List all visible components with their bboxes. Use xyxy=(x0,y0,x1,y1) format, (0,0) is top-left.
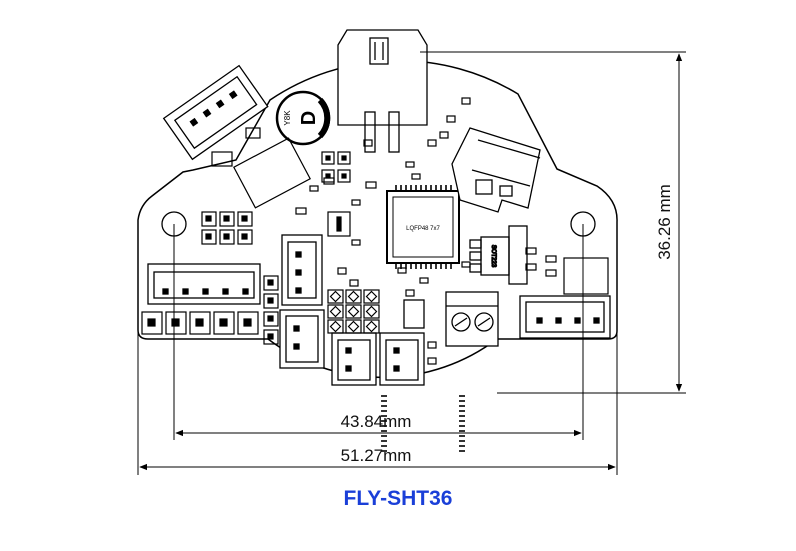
diamond-pad xyxy=(345,289,362,304)
electrolytic-capacitor: D Y8K xyxy=(275,90,331,146)
diamond-pad xyxy=(363,304,380,319)
diamond-pad xyxy=(363,319,380,334)
angled-connector xyxy=(162,64,269,161)
diamond-mark xyxy=(347,290,360,303)
small-ic xyxy=(327,211,351,237)
diamond-mark xyxy=(365,290,378,303)
board-title: FLY-SHT36 xyxy=(343,487,453,510)
vertical-connector-1 xyxy=(281,234,323,306)
capacitor-code: Y8K xyxy=(283,110,292,126)
diamond-mark xyxy=(365,305,378,318)
pin-row-bottom-left xyxy=(141,311,259,335)
vertical-connector-2 xyxy=(279,309,325,369)
diamond-mark xyxy=(329,290,342,303)
right-header xyxy=(519,295,611,339)
diamond-pad xyxy=(363,289,380,304)
pad-grid-left xyxy=(201,211,253,245)
left-header xyxy=(147,263,261,305)
terminal-block xyxy=(445,291,499,347)
hole-spacing-dimension-label: 43.84mm xyxy=(341,412,412,431)
mcu-label: LQFP48 7x7 xyxy=(406,226,440,232)
diamond-mark xyxy=(347,320,360,333)
height-dimension-label: 36.26 mm xyxy=(655,184,674,260)
diamond-pad xyxy=(327,304,344,319)
diamond-mark xyxy=(365,320,378,333)
diamond-pad xyxy=(327,289,344,304)
capacitor-label: D xyxy=(298,111,320,125)
diamond-pad xyxy=(345,304,362,319)
top-connector xyxy=(337,29,428,153)
mcu-chip: LQFP48 7x7 xyxy=(381,185,465,452)
extension-lines xyxy=(137,51,686,475)
diamond-mark xyxy=(347,305,360,318)
diamond-mark xyxy=(329,305,342,318)
vertical-connector-4 xyxy=(379,332,425,386)
vertical-connector-3 xyxy=(331,332,377,386)
inductor xyxy=(403,299,425,329)
pin-column xyxy=(263,275,279,345)
width-dimension-label: 51.27mm xyxy=(341,446,412,465)
diamond-pad-grid xyxy=(327,289,380,334)
card-connector xyxy=(451,127,541,213)
diamond-mark xyxy=(329,320,342,333)
pad-grid-top xyxy=(321,151,351,183)
diamond-pad xyxy=(327,319,344,334)
regulator: SOT223 xyxy=(469,225,528,285)
regulator-label: SOT223 xyxy=(490,245,496,268)
diamond-pad xyxy=(345,319,362,334)
